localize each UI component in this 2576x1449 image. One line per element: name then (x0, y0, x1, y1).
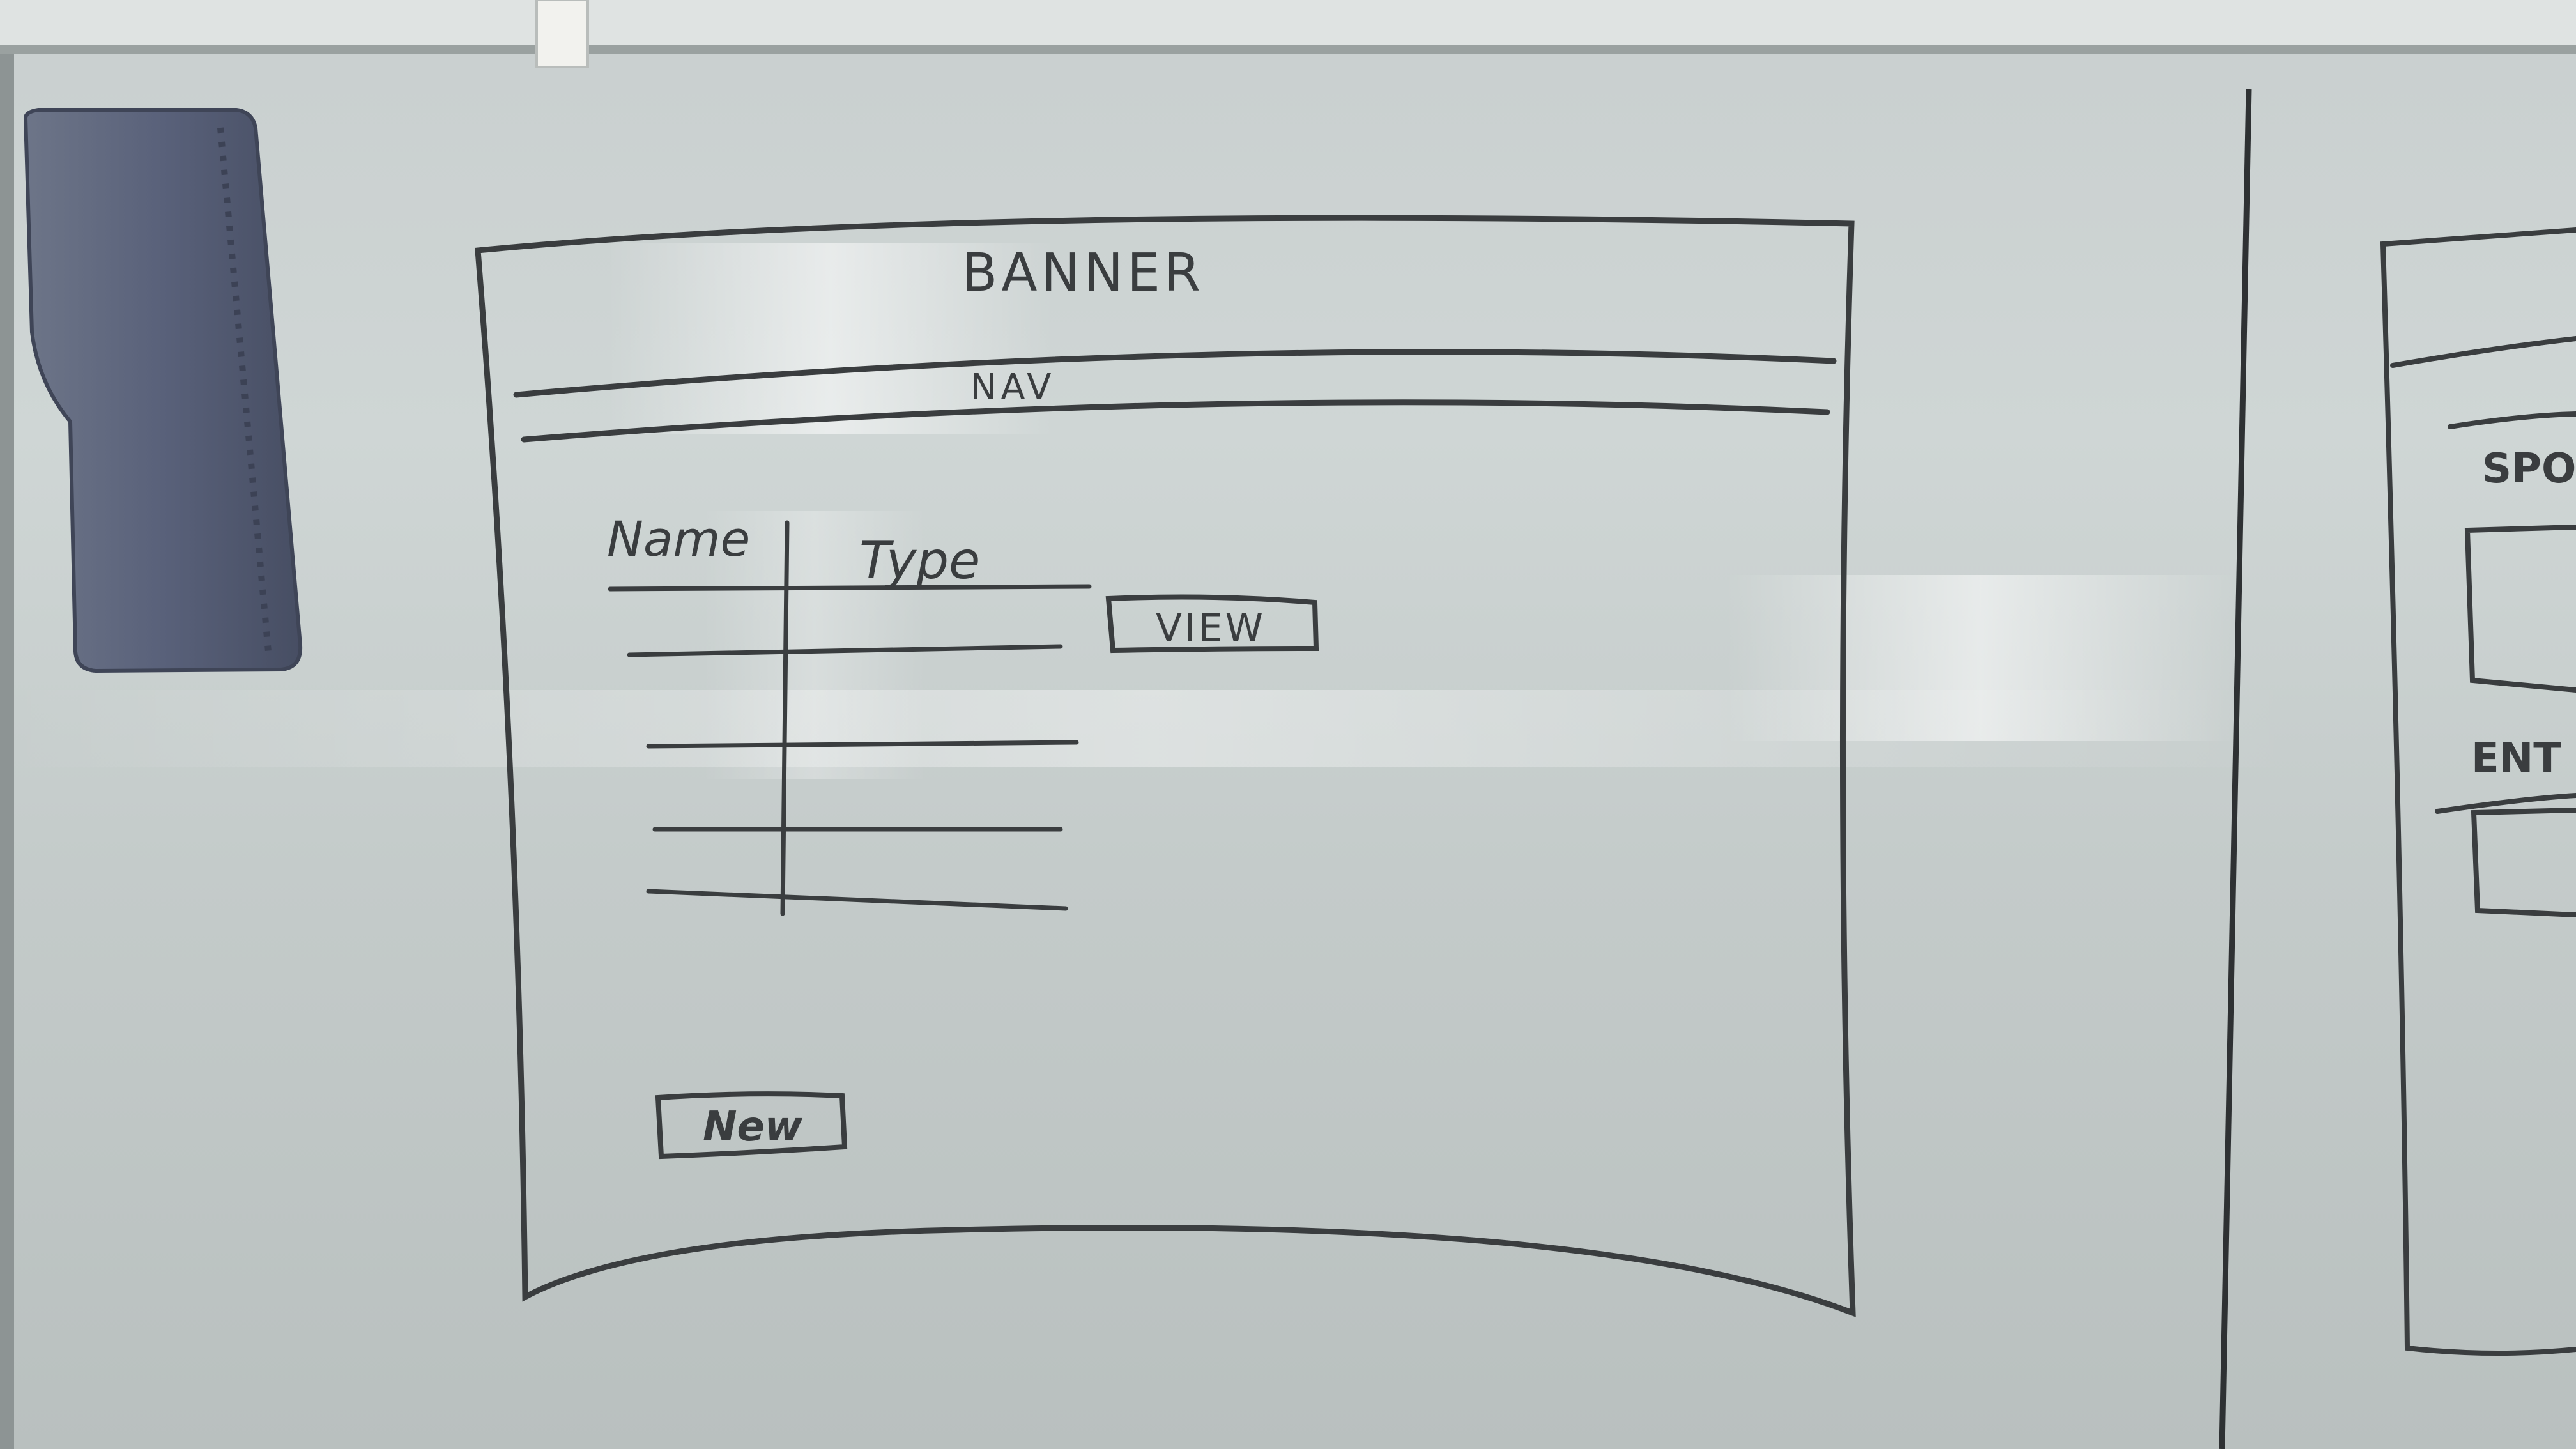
side-sketch-banner-divider (2390, 336, 2576, 368)
nav-label: NAV (970, 367, 1055, 408)
side-label-spo: SPO (2482, 445, 2576, 493)
table-row (627, 644, 1063, 657)
view-button (1105, 594, 1319, 654)
glare-reflections (0, 243, 2300, 779)
whiteboard-eraser-icon (23, 108, 303, 673)
sketch-table (608, 520, 1092, 916)
table-header-name: Name (607, 510, 750, 567)
side-sketch (2380, 227, 2576, 1356)
side-sketch-box (2471, 808, 2576, 917)
table-column-divider (780, 520, 790, 916)
side-sketch-underline (2448, 411, 2576, 429)
banner-divider (513, 349, 1837, 398)
rail-clip (535, 0, 589, 68)
board-rail-edge (0, 45, 2576, 54)
table-header-type: Type (859, 531, 980, 590)
page-frame (475, 215, 1856, 1317)
table-row (646, 889, 1068, 911)
board-divider-line (2219, 89, 2252, 1449)
new-button-label: New (703, 1103, 803, 1151)
wireframe-sketch (475, 215, 1856, 1317)
side-sketch-box (2464, 525, 2576, 693)
side-sketch-underline (2435, 793, 2576, 814)
board-top-rail (0, 0, 2576, 45)
nav-divider (521, 399, 1830, 443)
side-sketch-frame (2380, 227, 2576, 1356)
side-label-ent: ENT (2471, 735, 2561, 782)
banner-label: BANNER (962, 243, 1204, 303)
new-button (655, 1091, 848, 1160)
table-header-line (608, 584, 1092, 592)
view-button-label: VIEW (1156, 606, 1266, 650)
table-row (646, 740, 1079, 749)
